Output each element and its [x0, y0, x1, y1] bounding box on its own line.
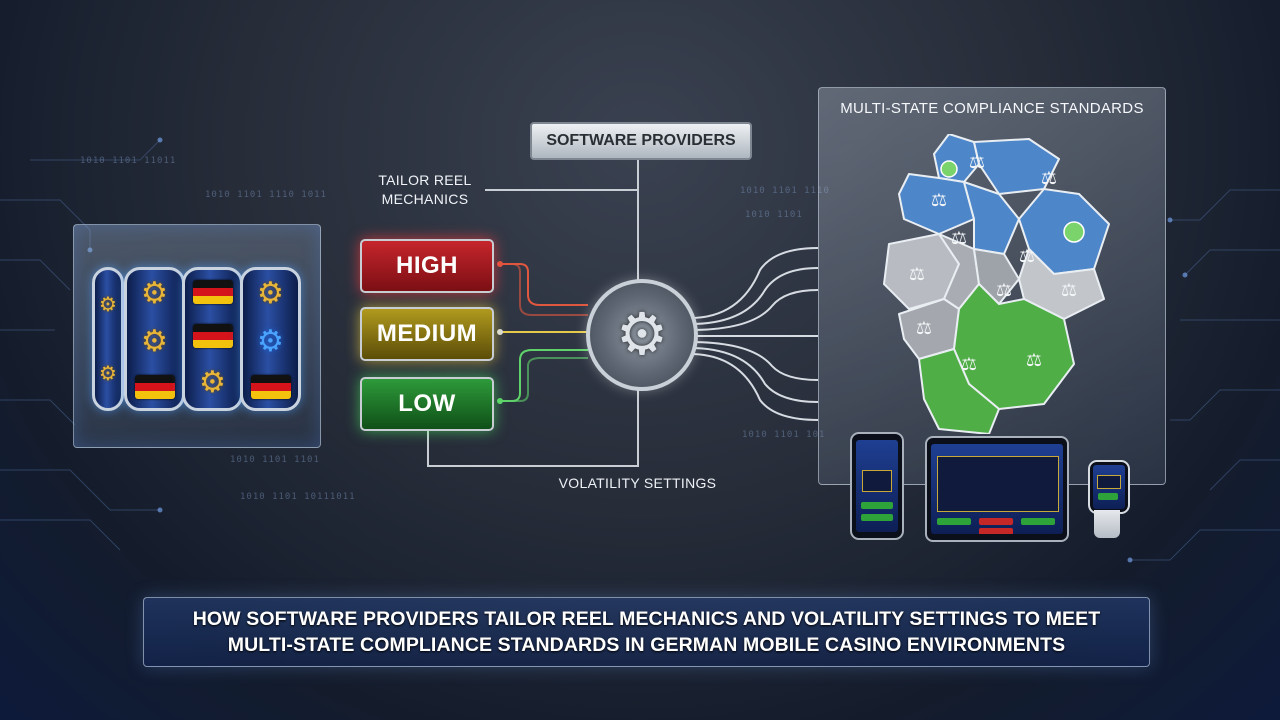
leaf-badge-icon: [1063, 221, 1085, 243]
binary-text: 1010 1101 1110 1011: [205, 190, 327, 200]
watch-screen: [1093, 465, 1125, 509]
scales-of-justice-icon: ⚖: [1041, 168, 1057, 189]
state-north-3: [898, 173, 975, 235]
binary-text: 1010 1101 11011: [80, 156, 177, 166]
german-flag-icon: [250, 375, 291, 399]
scales-of-justice-icon: ⚖: [916, 318, 932, 339]
mini-button: [861, 502, 893, 509]
gear-icon: ⚙: [257, 277, 284, 310]
compliance-title: MULTI-STATE COMPLIANCE STANDARDS: [840, 100, 1144, 117]
german-flag-icon: [192, 280, 233, 304]
binary-text: 1010 1101: [745, 210, 803, 220]
volatility-medium-box: MEDIUM: [360, 307, 494, 361]
scales-of-justice-icon: ⚖: [909, 264, 925, 285]
scales-of-justice-icon: ⚖: [1019, 246, 1035, 267]
smartphone-device: [850, 432, 904, 540]
scales-of-justice-icon: ⚖: [931, 190, 947, 211]
mini-reels: [937, 456, 1059, 512]
gear-icon: ⚙: [141, 325, 168, 358]
compliance-panel: MULTI-STATE COMPLIANCE STANDARDS ⚖ ⚖ ⚖ ⚖…: [818, 87, 1166, 485]
binary-text: 1010 1101 101: [742, 430, 826, 440]
gear-icon: ⚙: [99, 362, 117, 385]
german-flag-icon: [134, 375, 175, 399]
smartwatch-device: [1088, 460, 1130, 514]
tailor-reel-mechanics-label: TAILOR REEL MECHANICS: [365, 171, 485, 209]
mini-button: [861, 514, 893, 521]
banner-line-1: HOW SOFTWARE PROVIDERS TAILOR REEL MECHA…: [192, 608, 1101, 630]
binary-text: 1010 1101 1101: [230, 455, 320, 465]
reel-edge: ⚙ ⚙: [92, 267, 124, 411]
software-providers-box: SOFTWARE PROVIDERS: [530, 122, 752, 160]
volatility-settings-label: VOLATILITY SETTINGS: [558, 475, 717, 491]
mini-reels: [862, 470, 892, 492]
reel-1: ⚙ ⚙: [124, 267, 185, 411]
state-center-4: [1018, 248, 1105, 320]
binary-text: 1010 1101 1110: [740, 186, 830, 196]
gear-icon: ⚙: [141, 277, 168, 310]
volatility-low-box: LOW: [360, 377, 494, 431]
label-line: TAILOR REEL: [378, 172, 472, 188]
mini-button: [979, 528, 1013, 534]
scales-of-justice-icon: ⚖: [961, 354, 977, 375]
binary-text: 1010 1101 10111011: [240, 492, 356, 502]
gear-icon: ⚙: [257, 325, 284, 358]
mini-button: [1021, 518, 1055, 525]
tablet-device: [925, 436, 1069, 542]
leaf-badge-icon: [940, 160, 958, 178]
label-line: MECHANICS: [381, 191, 469, 207]
german-flag-icon: [192, 324, 233, 348]
mini-button: [979, 518, 1013, 525]
germany-map: ⚖ ⚖ ⚖ ⚖ ⚖ ⚖ ⚖ ⚖ ⚖ ⚖ ⚖: [883, 134, 1110, 434]
title-banner: HOW SOFTWARE PROVIDERS TAILOR REEL MECHA…: [143, 597, 1150, 667]
tablet-screen: [931, 444, 1063, 534]
reel-2: ⚙: [182, 267, 243, 411]
scales-of-justice-icon: ⚖: [1026, 350, 1042, 371]
scales-of-justice-icon: ⚖: [996, 280, 1012, 301]
banner-line-2: MULTI-STATE COMPLIANCE STANDARDS IN GERM…: [227, 634, 1066, 656]
mini-reels: [1097, 475, 1121, 489]
reel-3: ⚙ ⚙: [240, 267, 301, 411]
gear-icon: ⚙: [99, 293, 117, 316]
scales-of-justice-icon: ⚖: [1061, 280, 1077, 301]
slot-reels-panel: ⚙ ⚙ ⚙ ⚙ ⚙ ⚙ ⚙: [73, 224, 321, 448]
gear-icon: ⚙: [199, 366, 226, 399]
phone-screen: [856, 440, 898, 532]
mini-button: [937, 518, 971, 525]
watch-strap: [1094, 510, 1120, 538]
mini-button: [1098, 493, 1118, 500]
volatility-high-box: HIGH: [360, 239, 494, 293]
scales-of-justice-icon: ⚖: [969, 152, 985, 173]
state-south-2: [918, 348, 1000, 434]
scales-of-justice-icon: ⚖: [951, 228, 967, 249]
hub-gear: ⚙: [586, 279, 698, 391]
gear-icon: ⚙: [616, 302, 668, 367]
